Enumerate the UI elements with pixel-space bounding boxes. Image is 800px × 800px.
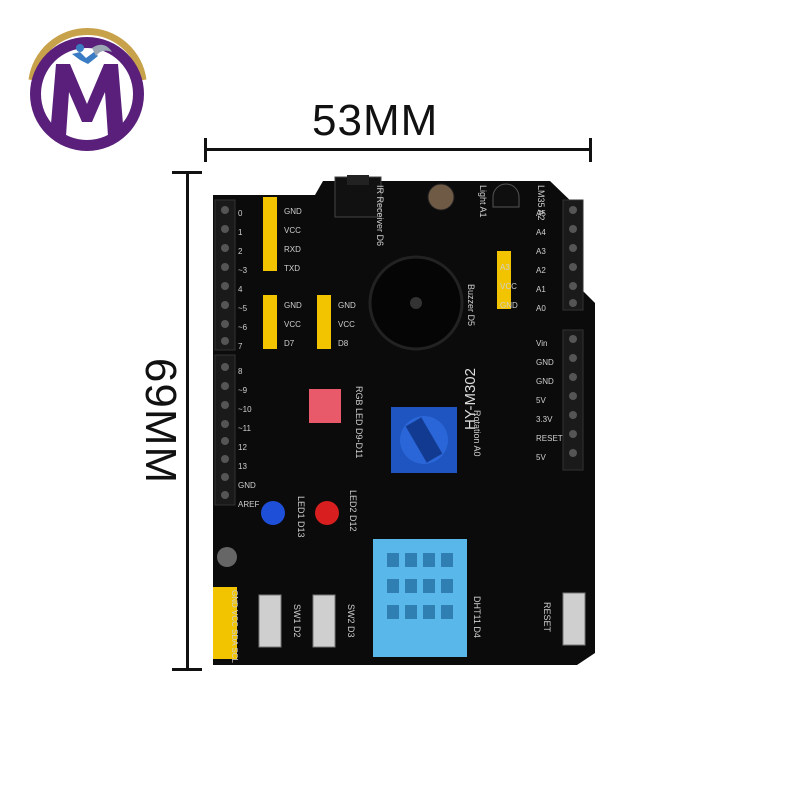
- led1-label: LED1 D13: [296, 496, 306, 538]
- uart-labels: GND VCC RXD TXD: [284, 202, 302, 278]
- left-pin-labels: 0 1 2 ~3 4 ~5 ~6 7: [238, 204, 247, 356]
- rgb-label: RGB LED D9-D11: [354, 386, 364, 459]
- pin-label: 0: [238, 209, 243, 218]
- arduino-shield-board: [205, 171, 600, 670]
- left-header-bottom: [214, 354, 236, 506]
- uart-label: TXD: [284, 264, 300, 273]
- a3-label: A3: [500, 263, 510, 272]
- analog-label: A2: [536, 266, 546, 275]
- power-label: 3.3V: [536, 415, 553, 424]
- reset-label: RESET: [542, 602, 552, 633]
- board-svg: [213, 171, 595, 665]
- pin-label: 2: [238, 247, 243, 256]
- d7-label: D7: [284, 339, 295, 348]
- analog-label: A1: [536, 285, 546, 294]
- analog-label: A4: [536, 228, 546, 237]
- analog-header-labels: A5 A4 A3 A2 A1 A0: [536, 204, 546, 318]
- pin-label: 4: [238, 285, 243, 294]
- uart-label: GND: [284, 207, 302, 216]
- d7-label: GND: [284, 301, 302, 310]
- height-dimension-label: 69MM: [135, 351, 185, 491]
- pin-label: 7: [238, 342, 243, 351]
- d7-labels: GND VCC D7: [284, 296, 302, 353]
- pin-label: 13: [238, 462, 247, 471]
- pin-label: ~6: [238, 323, 248, 332]
- dht-label: DHT11 D4: [472, 596, 482, 638]
- d8-label: D8: [338, 339, 349, 348]
- height-dimension-text: 69MM: [136, 357, 185, 485]
- brand-logo: [20, 18, 155, 153]
- rotation-label: Rotation A0: [472, 410, 482, 457]
- i2c-label: VCC: [230, 610, 239, 627]
- power-header-labels: Vin GND GND 5V 3.3V RESET 5V: [536, 334, 563, 467]
- a3-label: GND: [500, 301, 518, 310]
- led2-label: LED2 D12: [348, 490, 358, 532]
- i2c-labels: GND VCC SDA SCL: [228, 590, 240, 663]
- pin-label: ~5: [238, 304, 248, 313]
- power-label: Vin: [536, 339, 548, 348]
- pin-label: ~3: [238, 266, 248, 275]
- pin-label: 12: [238, 443, 247, 452]
- width-dimension-tick-right: [589, 138, 592, 162]
- light-label: Light A1: [478, 185, 488, 218]
- pin-label: ~10: [238, 405, 252, 414]
- width-dimension-label: 53MM: [312, 96, 439, 145]
- power-label: GND: [536, 358, 554, 367]
- power-label: 5V: [536, 453, 546, 462]
- buzzer-label: Buzzer D5: [466, 284, 476, 327]
- sw1-label: SW1 D2: [292, 604, 302, 638]
- power-label: RESET: [536, 434, 563, 443]
- width-dimension-tick-left: [204, 138, 207, 162]
- analog-label: A5: [536, 209, 546, 218]
- pin-label: 1: [238, 228, 243, 237]
- analog-label: A3: [536, 247, 546, 256]
- i2c-label: GND: [230, 590, 239, 608]
- width-dimension-line: [205, 148, 591, 151]
- pin-label: ~11: [238, 424, 251, 433]
- pin-label: AREF: [238, 500, 260, 509]
- analog-label: A0: [536, 304, 546, 313]
- height-dimension-tick-top: [172, 171, 202, 174]
- d8-label: VCC: [338, 320, 355, 329]
- uart-label: RXD: [284, 245, 301, 254]
- d7-label: VCC: [284, 320, 301, 329]
- pin-label: GND: [238, 481, 256, 490]
- d8-label: GND: [338, 301, 356, 310]
- sw2-label: SW2 D3: [346, 604, 356, 638]
- a3-labels: A3 VCC GND: [500, 258, 518, 315]
- a3-label: VCC: [500, 282, 517, 291]
- pin-label: 8: [238, 367, 243, 376]
- i2c-label: SCL: [230, 647, 239, 663]
- i2c-label: SDA: [230, 629, 239, 646]
- pin-label: ~9: [238, 386, 248, 395]
- left-pin-labels-2: 8 ~9 ~10 ~11 12 13 GND AREF: [238, 362, 259, 514]
- height-dimension-line: [186, 172, 189, 670]
- left-header-top: [214, 199, 236, 351]
- uart-label: VCC: [284, 226, 301, 235]
- power-label: 5V: [536, 396, 546, 405]
- height-dimension-tick-bottom: [172, 668, 202, 671]
- d8-labels: GND VCC D8: [338, 296, 356, 353]
- ir-label: IR Receiver D6: [375, 185, 385, 247]
- power-label: GND: [536, 377, 554, 386]
